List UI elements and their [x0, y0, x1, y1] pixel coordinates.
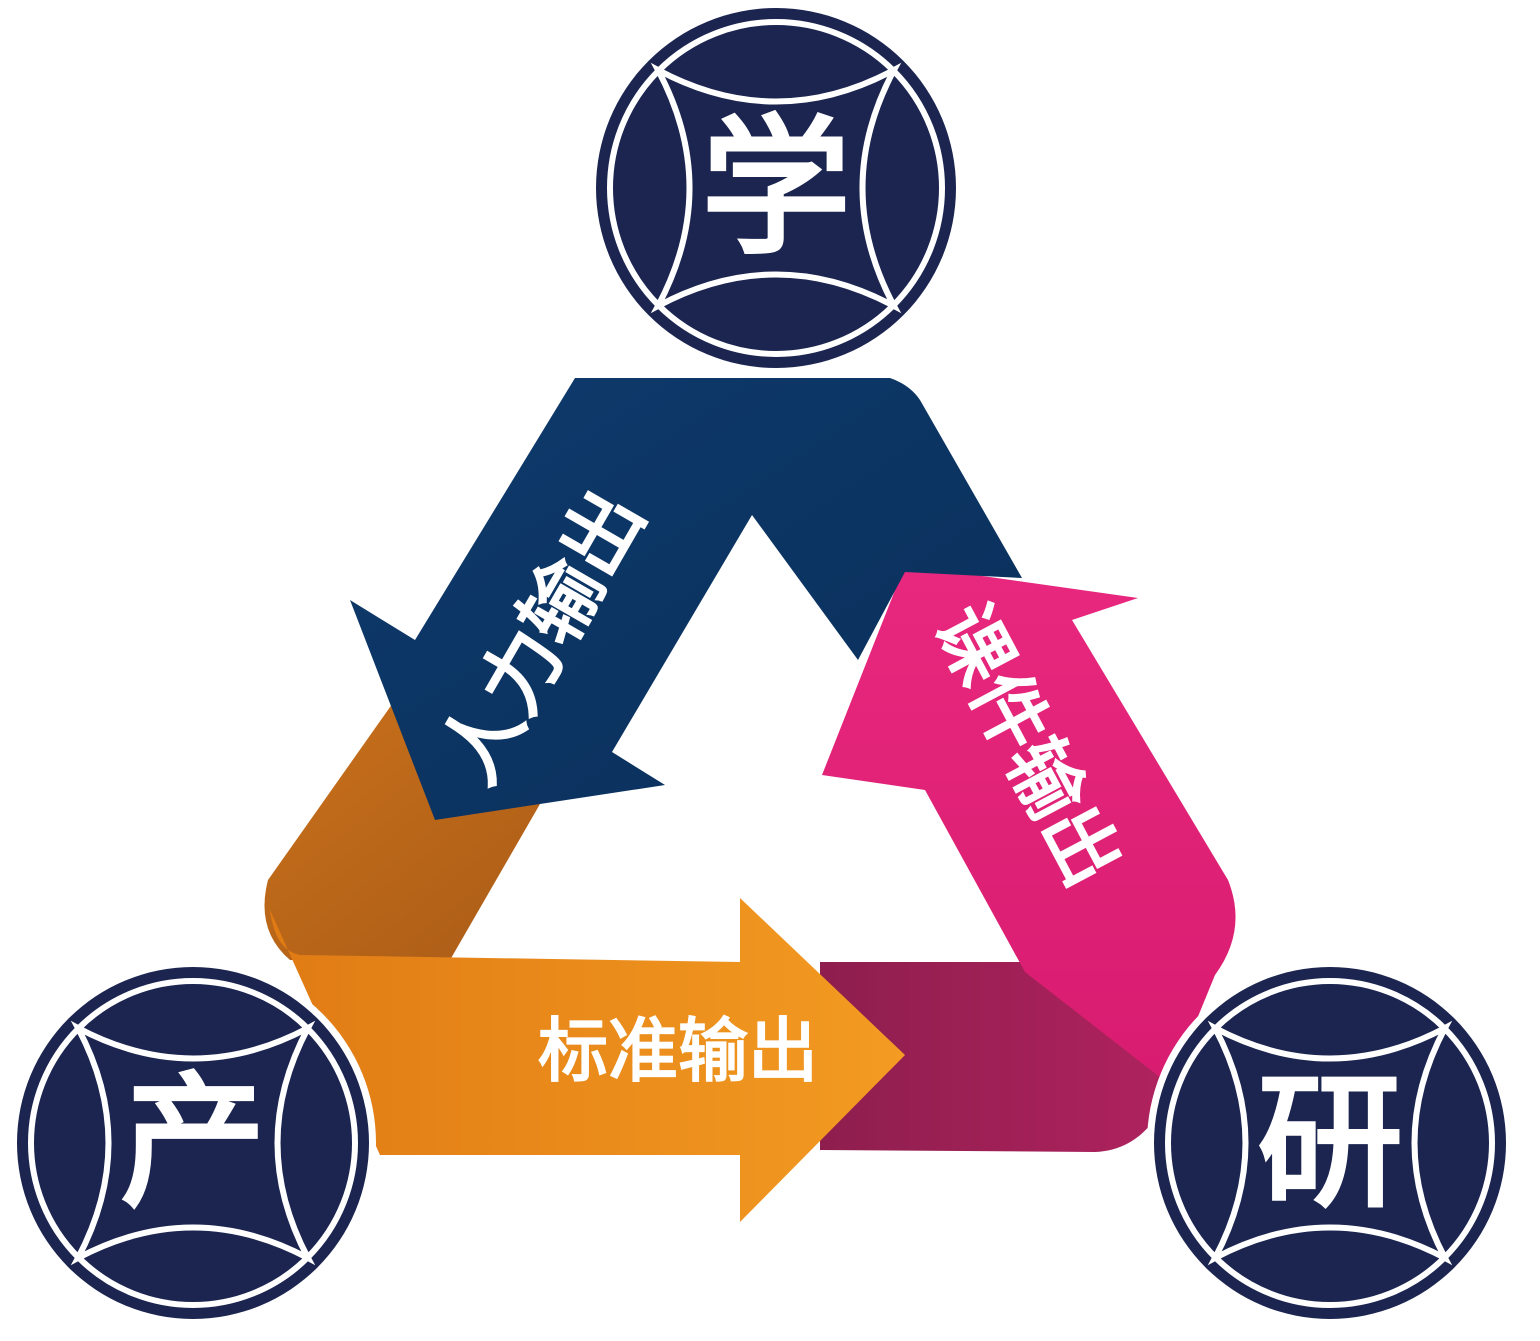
blue-band [350, 378, 1022, 820]
node-xue: 学 [589, 1, 963, 375]
node-chan: 产 [10, 960, 376, 1326]
node-yan-char: 研 [1257, 1058, 1403, 1229]
node-xue-char: 学 [701, 100, 851, 276]
node-chan-char: 产 [120, 1058, 266, 1229]
orange-band [270, 898, 905, 1222]
pink-band [822, 565, 1236, 1085]
orange-flow-label: 标准输出 [538, 1009, 818, 1092]
node-yan: 研 [1147, 960, 1513, 1326]
